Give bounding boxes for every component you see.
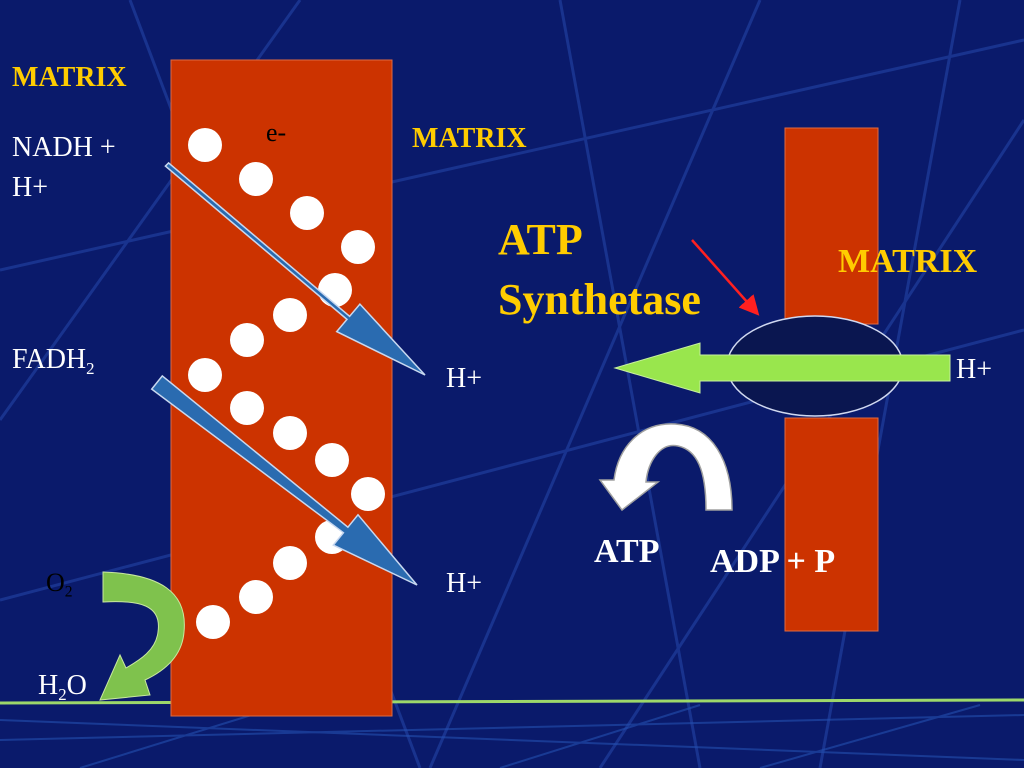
matrix-label-middle: MATRIX [412, 123, 527, 154]
electron-chain [188, 128, 385, 639]
electron-circle [188, 128, 222, 162]
electron-circle [273, 546, 307, 580]
inner-membrane-right-lower [784, 417, 879, 632]
h-plus-label-lower: H+ [446, 568, 483, 599]
electron-circle [273, 298, 307, 332]
oxygen-to-water-arrow [99, 571, 185, 701]
electron-circle [290, 196, 324, 230]
nadh-proton-arrow [164, 161, 426, 376]
electron-circle [341, 230, 375, 264]
adp-to-atp-arrow [598, 423, 733, 512]
inner-membrane-right-upper [784, 127, 879, 325]
fadh-proton-arrow [150, 374, 418, 586]
proton-flow-arrow [613, 342, 951, 394]
h-plus-label-right: H+ [956, 354, 993, 385]
electron-label: e- [266, 118, 287, 147]
atp-synthetase-label-line1: ATP [498, 215, 583, 264]
matrix-label-left: MATRIX [12, 62, 127, 93]
o2-label: O2 [46, 568, 73, 601]
electron-circle [318, 273, 352, 307]
nadh-label: NADH + [12, 132, 116, 163]
electron-circle [351, 477, 385, 511]
electron-circle [315, 443, 349, 477]
pointer-arrow [691, 239, 760, 316]
electron-circle [188, 358, 222, 392]
h-plus-label-upper: H+ [446, 363, 483, 394]
matrix-label-right: MATRIX [838, 243, 978, 280]
electron-circle [239, 580, 273, 614]
fadh2-label: FADH2 [12, 344, 95, 378]
electron-circle [196, 605, 230, 639]
atp-synthetase-label-line2: Synthetase [498, 275, 701, 324]
adp-p-label: ADP + P [710, 543, 836, 580]
h2o-label: H2O [38, 670, 87, 704]
atp-label: ATP [594, 533, 660, 570]
electron-circle [230, 391, 264, 425]
nadh-h-plus-label: H+ [12, 172, 49, 203]
electron-circle [230, 323, 264, 357]
electron-circle [239, 162, 273, 196]
electron-circle [273, 416, 307, 450]
